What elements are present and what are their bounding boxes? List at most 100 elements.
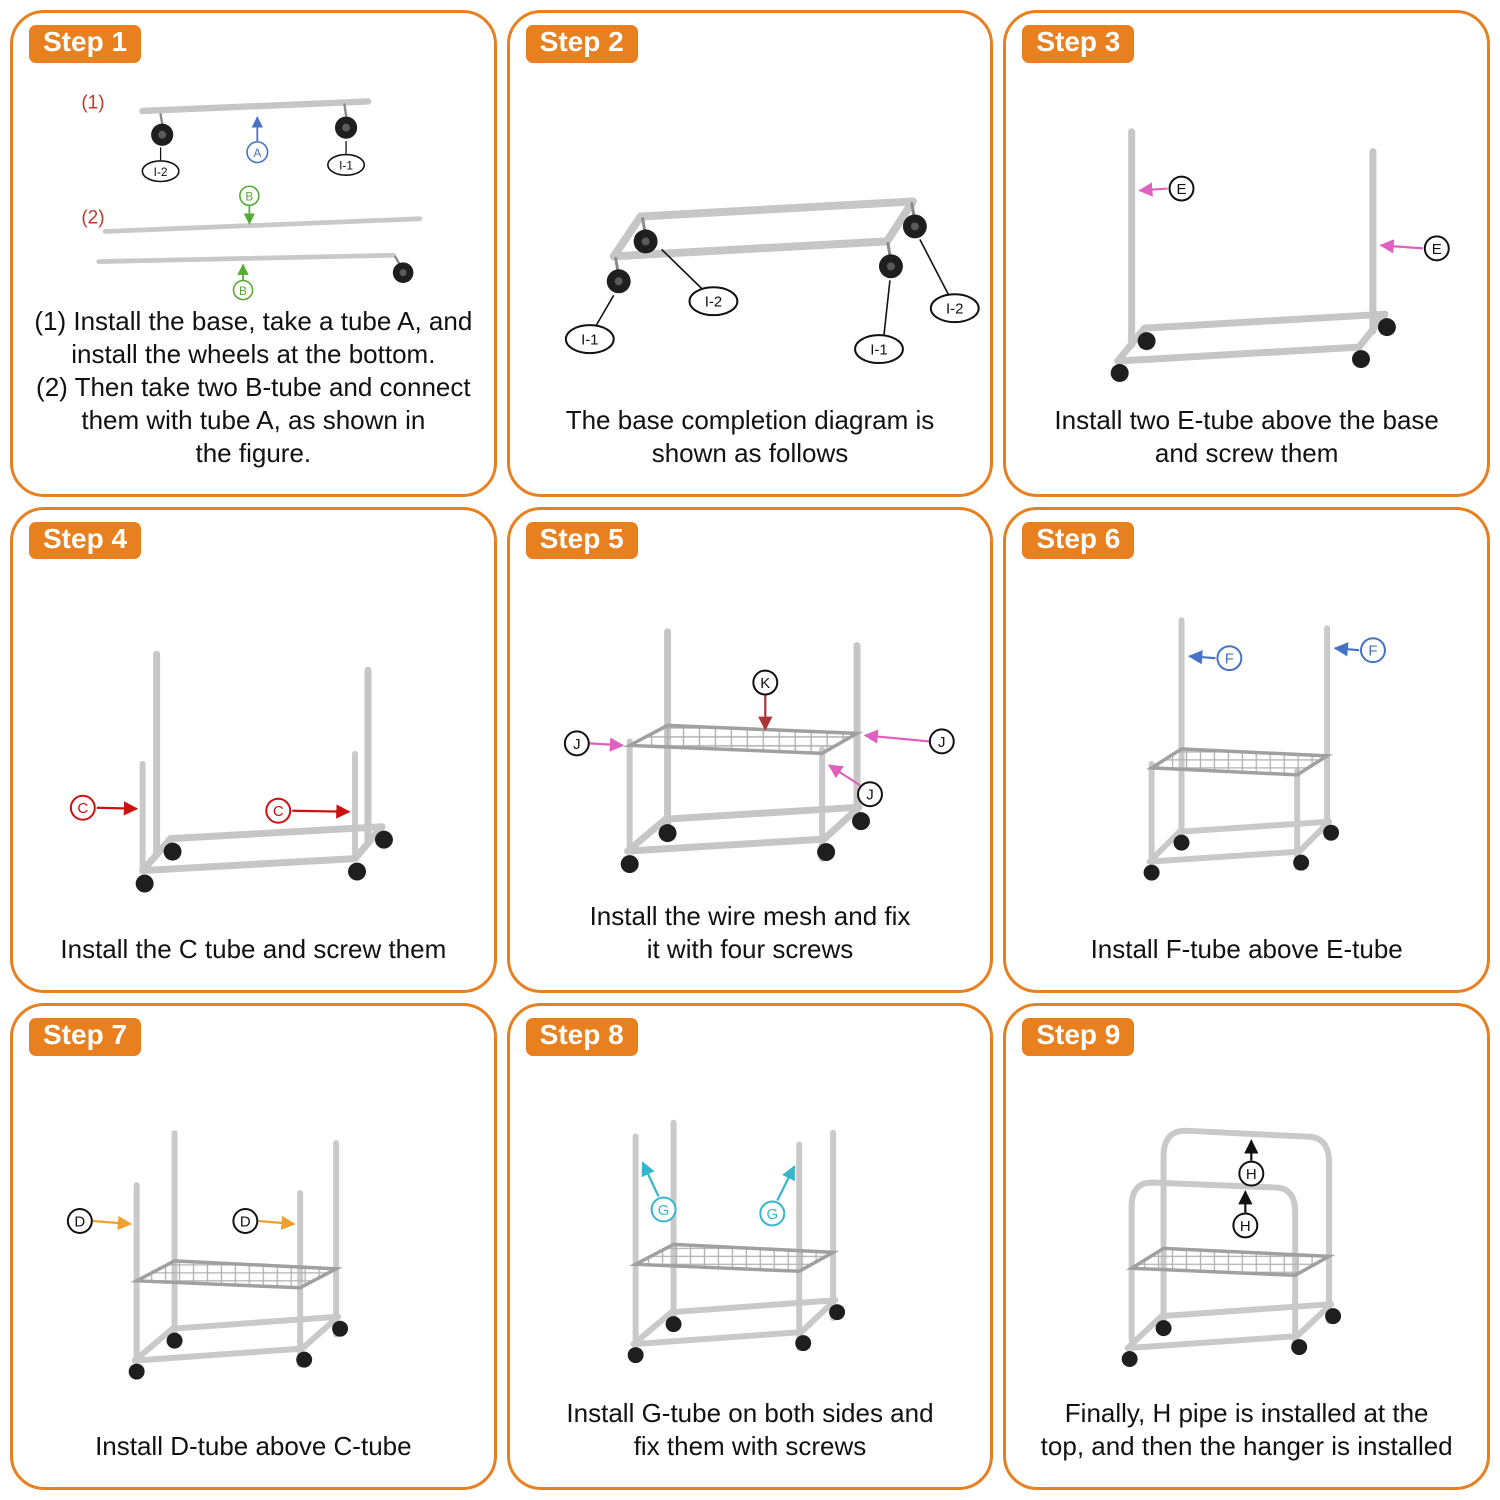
annotation-c-right: C xyxy=(265,798,351,825)
label-i2-left: I-2 xyxy=(704,294,721,311)
rack-frame xyxy=(627,1119,845,1364)
step-5-art: K J J J xyxy=(563,628,955,874)
step-7-caption: Install D-tube above C-tube xyxy=(95,1430,412,1461)
label-h-middle: H xyxy=(1240,1218,1251,1235)
label-i2: I-2 xyxy=(154,165,168,179)
outer-hanger-frame xyxy=(1160,1127,1333,1330)
annotation-h-top: H xyxy=(1238,1139,1265,1187)
label-j-front: J xyxy=(866,787,873,804)
label-a: A xyxy=(253,146,261,160)
step-3-card: Step 3 xyxy=(1003,10,1490,497)
wire-mesh-shelf xyxy=(622,724,863,756)
annotation-c-left: C xyxy=(69,795,139,822)
annotation-f-left: F xyxy=(1188,645,1243,672)
step-7-card: Step 7 xyxy=(10,1003,497,1490)
step-3-badge: Step 3 xyxy=(1022,25,1135,63)
step-9-card: Step 9 xyxy=(1003,1003,1490,1490)
label-b-bottom: B xyxy=(239,284,247,298)
step-1-card: Step 1 (1) A xyxy=(10,10,497,497)
label-g-right: G xyxy=(766,1206,778,1223)
label-i1: I-1 xyxy=(339,158,353,172)
step-5-card: Step 5 xyxy=(506,506,994,994)
base-frame xyxy=(606,197,927,294)
wire-mesh-shelf xyxy=(1126,1246,1336,1278)
label-h-top: H xyxy=(1246,1166,1257,1183)
wire-mesh-shelf xyxy=(628,1242,839,1274)
label-c-right: C xyxy=(273,804,284,821)
step-7-badge: Step 7 xyxy=(29,1018,142,1057)
label-c-left: C xyxy=(77,801,88,818)
part-1-label: (1) xyxy=(81,92,104,113)
step-9-badge: Step 9 xyxy=(1022,1018,1135,1057)
step-8-art: G G xyxy=(627,1119,845,1364)
label-j-right: J xyxy=(938,734,945,751)
annotation-g-right: G xyxy=(758,1165,795,1227)
label-k: K xyxy=(760,676,770,693)
rack-frame xyxy=(135,651,393,893)
rack-frame xyxy=(128,1130,349,1380)
step-9-illustration: H H xyxy=(1006,1056,1487,1397)
label-i1-right: I-1 xyxy=(870,341,887,358)
annotation-front-left-wheel: I-1 xyxy=(564,294,615,354)
step-2-card: Step 2 xyxy=(506,10,994,497)
rack-frame xyxy=(620,628,870,874)
annotation-e-left: E xyxy=(1138,175,1195,202)
annotation-back-left-wheel: I-2 xyxy=(660,248,739,316)
step-6-caption: Install F-tube above E-tube xyxy=(1090,934,1403,965)
label-d-right: D xyxy=(240,1214,251,1231)
step-4-caption: Install the C tube and screw them xyxy=(60,934,447,965)
annotation-e-right: E xyxy=(1379,235,1451,262)
annotation-k-mesh: K xyxy=(751,670,778,732)
step-8-caption: Install G-tube on both sides and fix the… xyxy=(566,1397,934,1461)
step-5-caption: Install the wire mesh and fix it with fo… xyxy=(589,901,911,965)
label-b-top: B xyxy=(245,189,253,203)
step-7-art: D D xyxy=(66,1130,349,1380)
step-9-art: H H xyxy=(1122,1127,1342,1368)
tube-a-assembly xyxy=(139,98,372,146)
step-2-badge: Step 2 xyxy=(525,25,638,63)
step-3-illustration: E E xyxy=(1006,63,1487,404)
step-6-illustration: F F xyxy=(1006,559,1487,933)
label-g-left: G xyxy=(657,1202,669,1219)
annotation-back-right-wheel: I-2 xyxy=(918,238,980,323)
annotation-j-front: J xyxy=(827,764,883,808)
step-3-caption: Install two E-tube above the base and sc… xyxy=(1054,404,1439,468)
tube-b-assembly xyxy=(96,216,423,283)
annotation-tube-b-bottom: B xyxy=(232,263,254,301)
rack-frame xyxy=(1111,128,1397,382)
step-1-badge: Step 1 xyxy=(29,25,142,63)
label-j-left: J xyxy=(573,736,580,753)
step-6-art: F F xyxy=(1143,617,1387,881)
step-6-badge: Step 6 xyxy=(1022,521,1135,560)
label-f-left: F xyxy=(1225,651,1234,668)
step-4-illustration: C C xyxy=(13,559,494,933)
step-2-caption: The base completion diagram is shown as … xyxy=(565,404,935,468)
step-5-badge: Step 5 xyxy=(525,521,638,560)
step-1-caption: (1) Install the base, take a tube A, and… xyxy=(34,305,473,468)
annotation-d-left: D xyxy=(66,1208,133,1235)
annotation-wheel-i1: I-1 xyxy=(327,140,366,176)
step-8-badge: Step 8 xyxy=(525,1018,638,1057)
annotation-j-right: J xyxy=(863,728,955,755)
step-8-illustration: G G xyxy=(510,1056,991,1397)
rack-frame xyxy=(1122,1127,1342,1368)
annotation-d-right: D xyxy=(232,1208,296,1235)
label-e-right: E xyxy=(1432,241,1442,258)
step-1-art: (1) A I-2 xyxy=(81,92,423,301)
label-i1-left: I-1 xyxy=(581,331,598,348)
step-4-card: Step 4 xyxy=(10,506,497,994)
step-9-caption: Finally, H pipe is installed at the top,… xyxy=(1040,1397,1453,1461)
annotation-wheel-i2: I-2 xyxy=(141,147,180,183)
label-e-left: E xyxy=(1177,181,1187,198)
step-2-illustration: I-2 I-1 I-1 I-2 xyxy=(510,63,991,404)
label-d-left: D xyxy=(74,1214,85,1231)
rack-frame xyxy=(1143,617,1340,881)
step-1-illustration: (1) A I-2 xyxy=(13,63,494,305)
step-7-illustration: D D xyxy=(13,1056,494,1430)
step-5-illustration: K J J J xyxy=(510,559,991,900)
wire-mesh-shelf xyxy=(130,1259,343,1290)
annotation-tube-b-top: B xyxy=(239,185,260,225)
wire-mesh-shelf xyxy=(1146,747,1334,778)
step-8-card: Step 8 xyxy=(506,1003,994,1490)
